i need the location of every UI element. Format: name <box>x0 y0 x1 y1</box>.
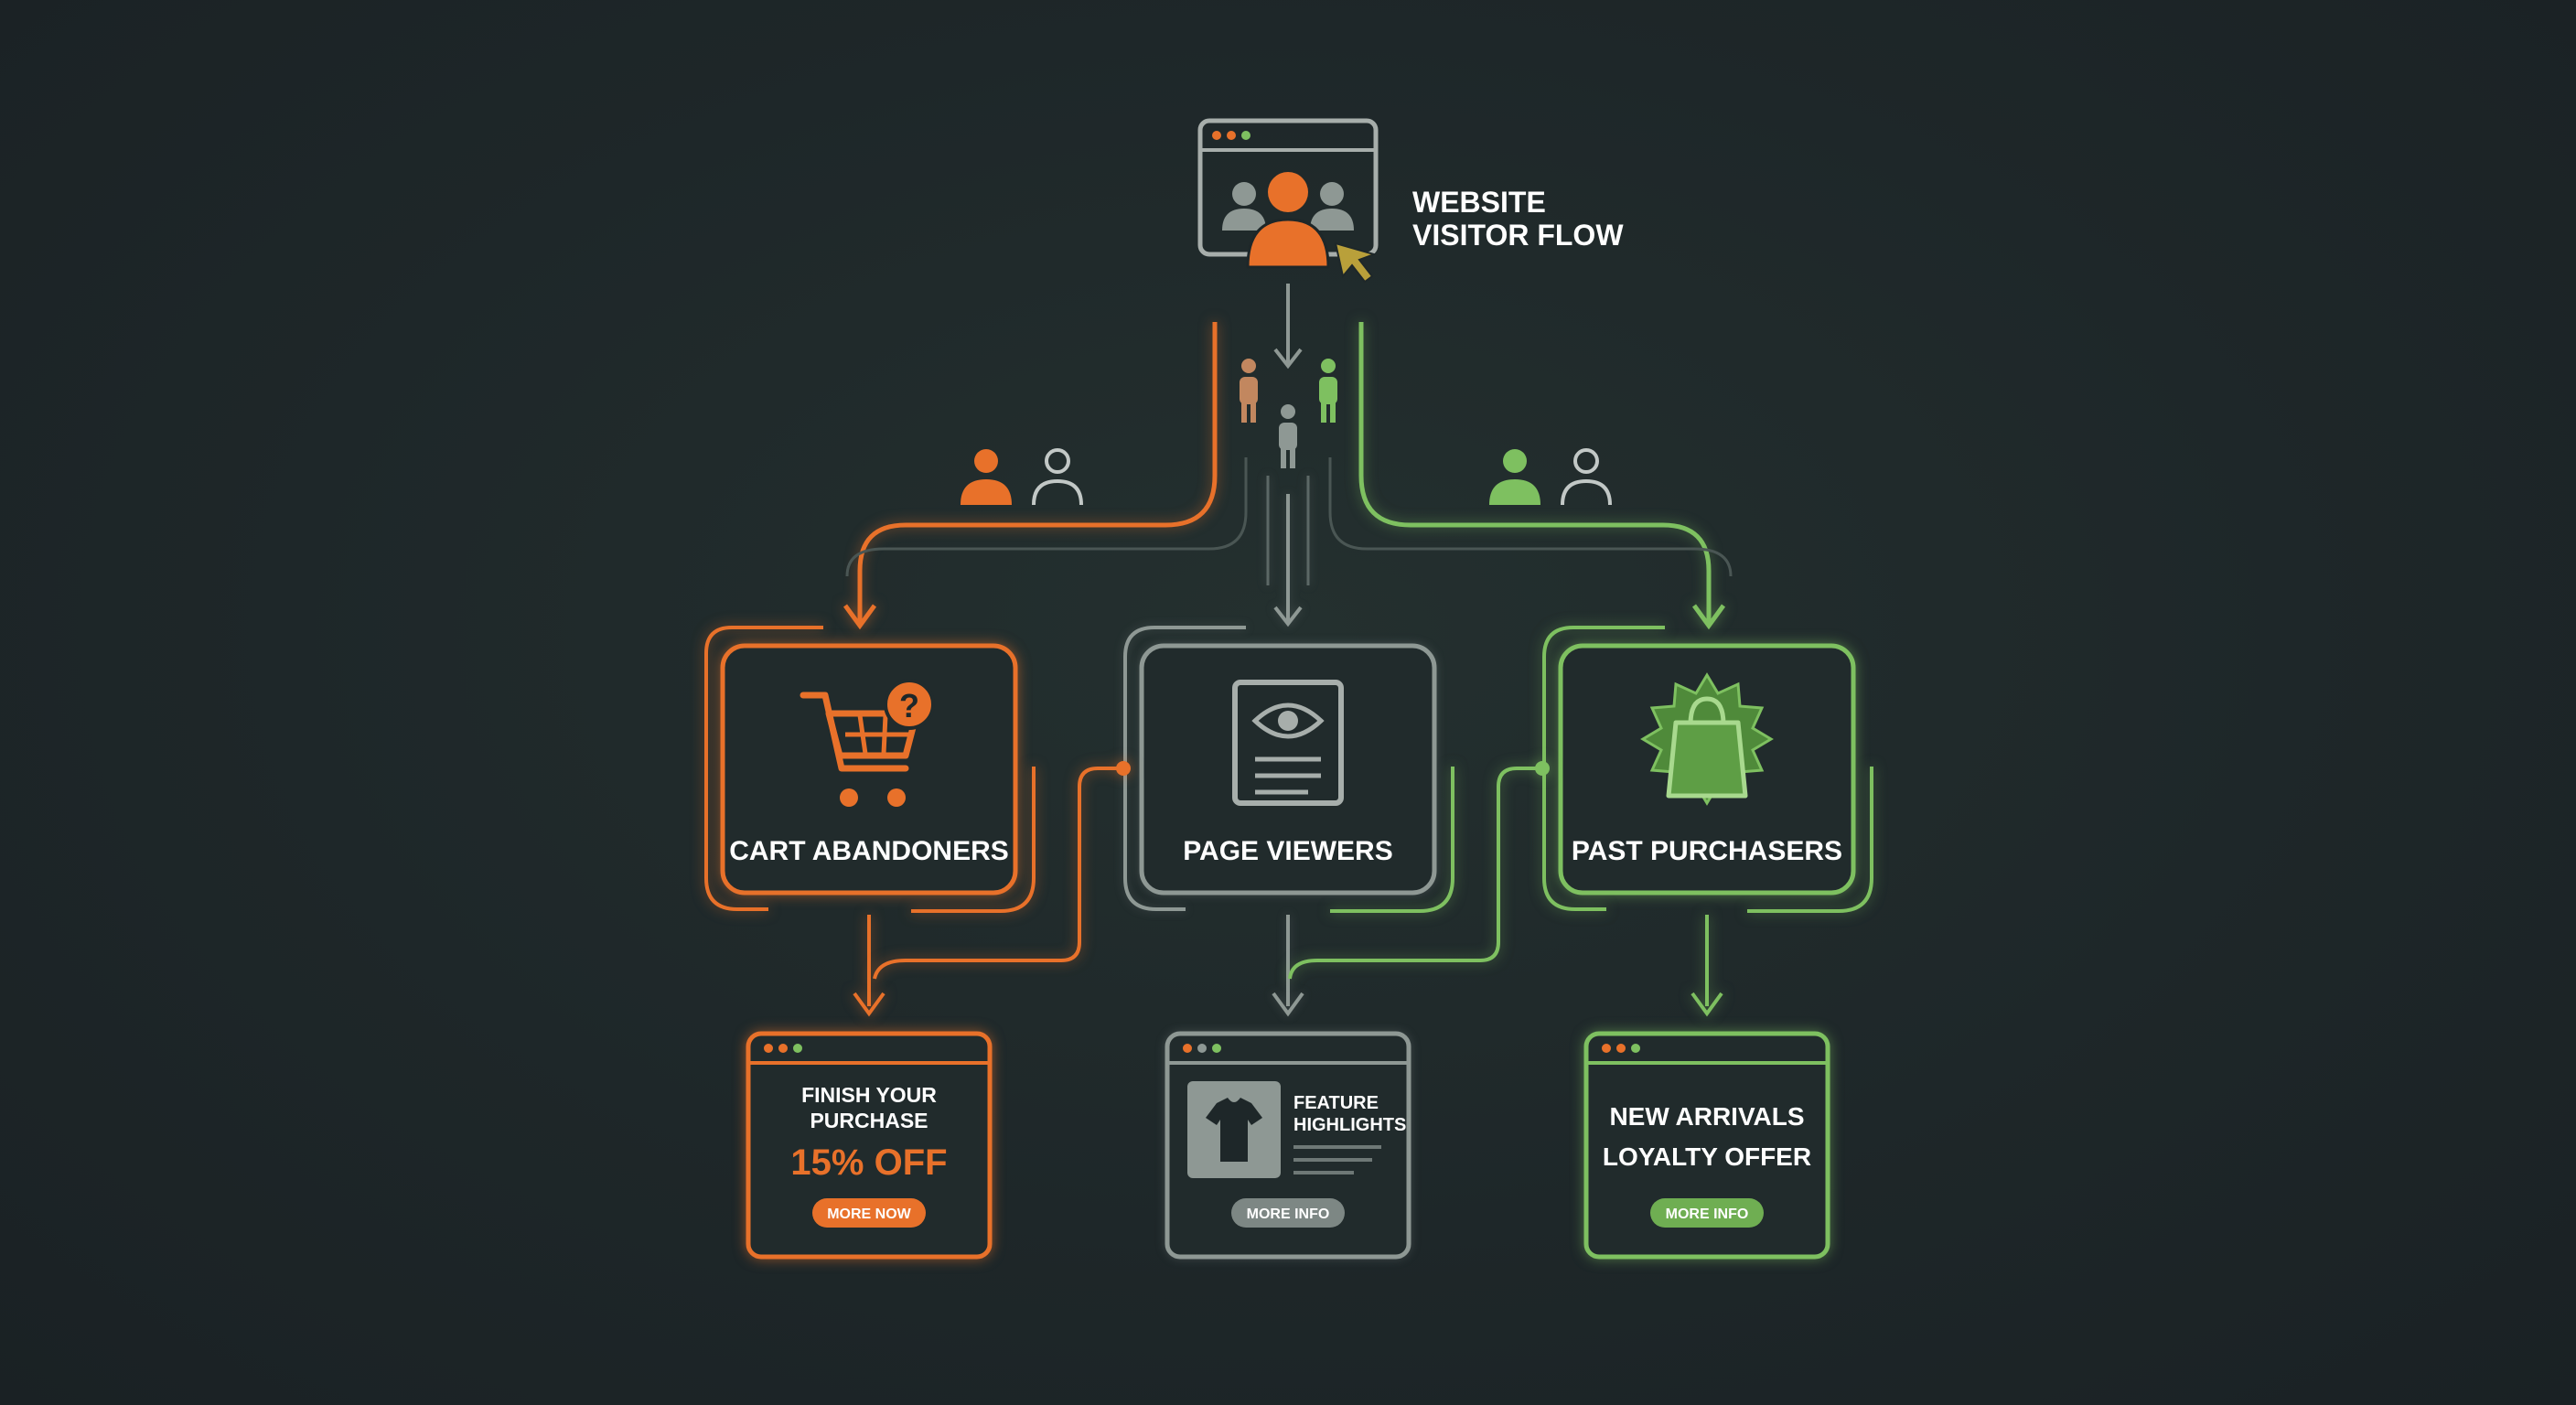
ad-cart-line2: PURCHASE <box>810 1109 928 1132</box>
ad-cart-offer: 15% OFF <box>790 1142 947 1183</box>
cursor-icon <box>1334 241 1378 284</box>
top-arrow <box>1273 284 1303 370</box>
ad-viewers-line2: HIGHLIGHTS <box>1293 1115 1406 1135</box>
ad-card-cart-abandoners[interactable]: FINISH YOUR PURCHASE 15% OFF MORE NOW <box>746 1031 993 1260</box>
ad-card-past-purchasers[interactable]: NEW ARRIVALS LOYALTY OFFER MORE INFO <box>1583 1031 1830 1260</box>
more-now-button-label: MORE NOW <box>827 1207 911 1222</box>
flow-line-viewers-to-cart-ad <box>873 761 1131 980</box>
shopping-cart-question-icon: ? <box>800 679 935 807</box>
segment-label-cart-abandoners: CART ABANDONERS <box>729 836 1009 866</box>
ad-purchasers-line2: LOYALTY OFFER <box>1603 1142 1811 1171</box>
document-eye-icon <box>1232 680 1344 806</box>
more-info-button-viewers-label: MORE INFO <box>1247 1207 1330 1222</box>
visitor-crowd-icon <box>1240 359 1337 468</box>
segment-label-past-purchasers: PAST PURCHASERS <box>1572 836 1842 866</box>
green-visitor-group-icon <box>1489 448 1612 506</box>
ad-card-page-viewers[interactable]: FEATURE HIGHLIGHTS MORE INFO <box>1165 1031 1411 1260</box>
flow-line-to-cart-abandoners <box>843 322 1218 630</box>
segment-cart-abandoners[interactable]: ? CART ABANDONERS <box>704 626 1036 913</box>
orange-visitor-group-icon <box>961 448 1083 506</box>
segment-past-purchasers[interactable]: PAST PURCHASERS <box>1542 626 1873 913</box>
segment-label-page-viewers: PAGE VIEWERS <box>1183 836 1392 866</box>
ad-purchasers-line1: NEW ARRIVALS <box>1609 1102 1804 1131</box>
flow-line-purchasers-to-viewers-ad <box>1288 761 1550 980</box>
flow-line-purchasers-to-ad <box>1690 915 1723 1017</box>
segment-page-viewers[interactable]: PAGE VIEWERS <box>1123 626 1454 913</box>
website-visitors-icon <box>1197 118 1379 269</box>
more-info-button-purchasers[interactable]: MORE INFO <box>1650 1198 1764 1228</box>
flow-line-shadow-left <box>845 457 1248 577</box>
diagram-title-line1: WEBSITE <box>1412 186 1546 219</box>
flow-line-shadow-right <box>1328 457 1733 577</box>
diagram-title-line2: VISITOR FLOW <box>1412 219 1624 252</box>
shopping-bag-badge-icon <box>1640 672 1774 806</box>
more-info-button-purchasers-label: MORE INFO <box>1666 1207 1749 1222</box>
more-now-button[interactable]: MORE NOW <box>812 1198 926 1228</box>
ad-cart-line1: FINISH YOUR <box>801 1083 937 1107</box>
flow-line-cart-to-ad <box>853 915 886 1017</box>
flow-line-to-page-viewers <box>1266 476 1310 627</box>
svg-text:?: ? <box>899 687 919 724</box>
flow-line-viewers-to-ad <box>1272 915 1304 1017</box>
flow-line-to-past-purchasers <box>1358 322 1726 630</box>
tshirt-icon <box>1187 1081 1281 1178</box>
ad-viewers-line1: FEATURE <box>1293 1093 1379 1113</box>
more-info-button-viewers[interactable]: MORE INFO <box>1231 1198 1345 1228</box>
